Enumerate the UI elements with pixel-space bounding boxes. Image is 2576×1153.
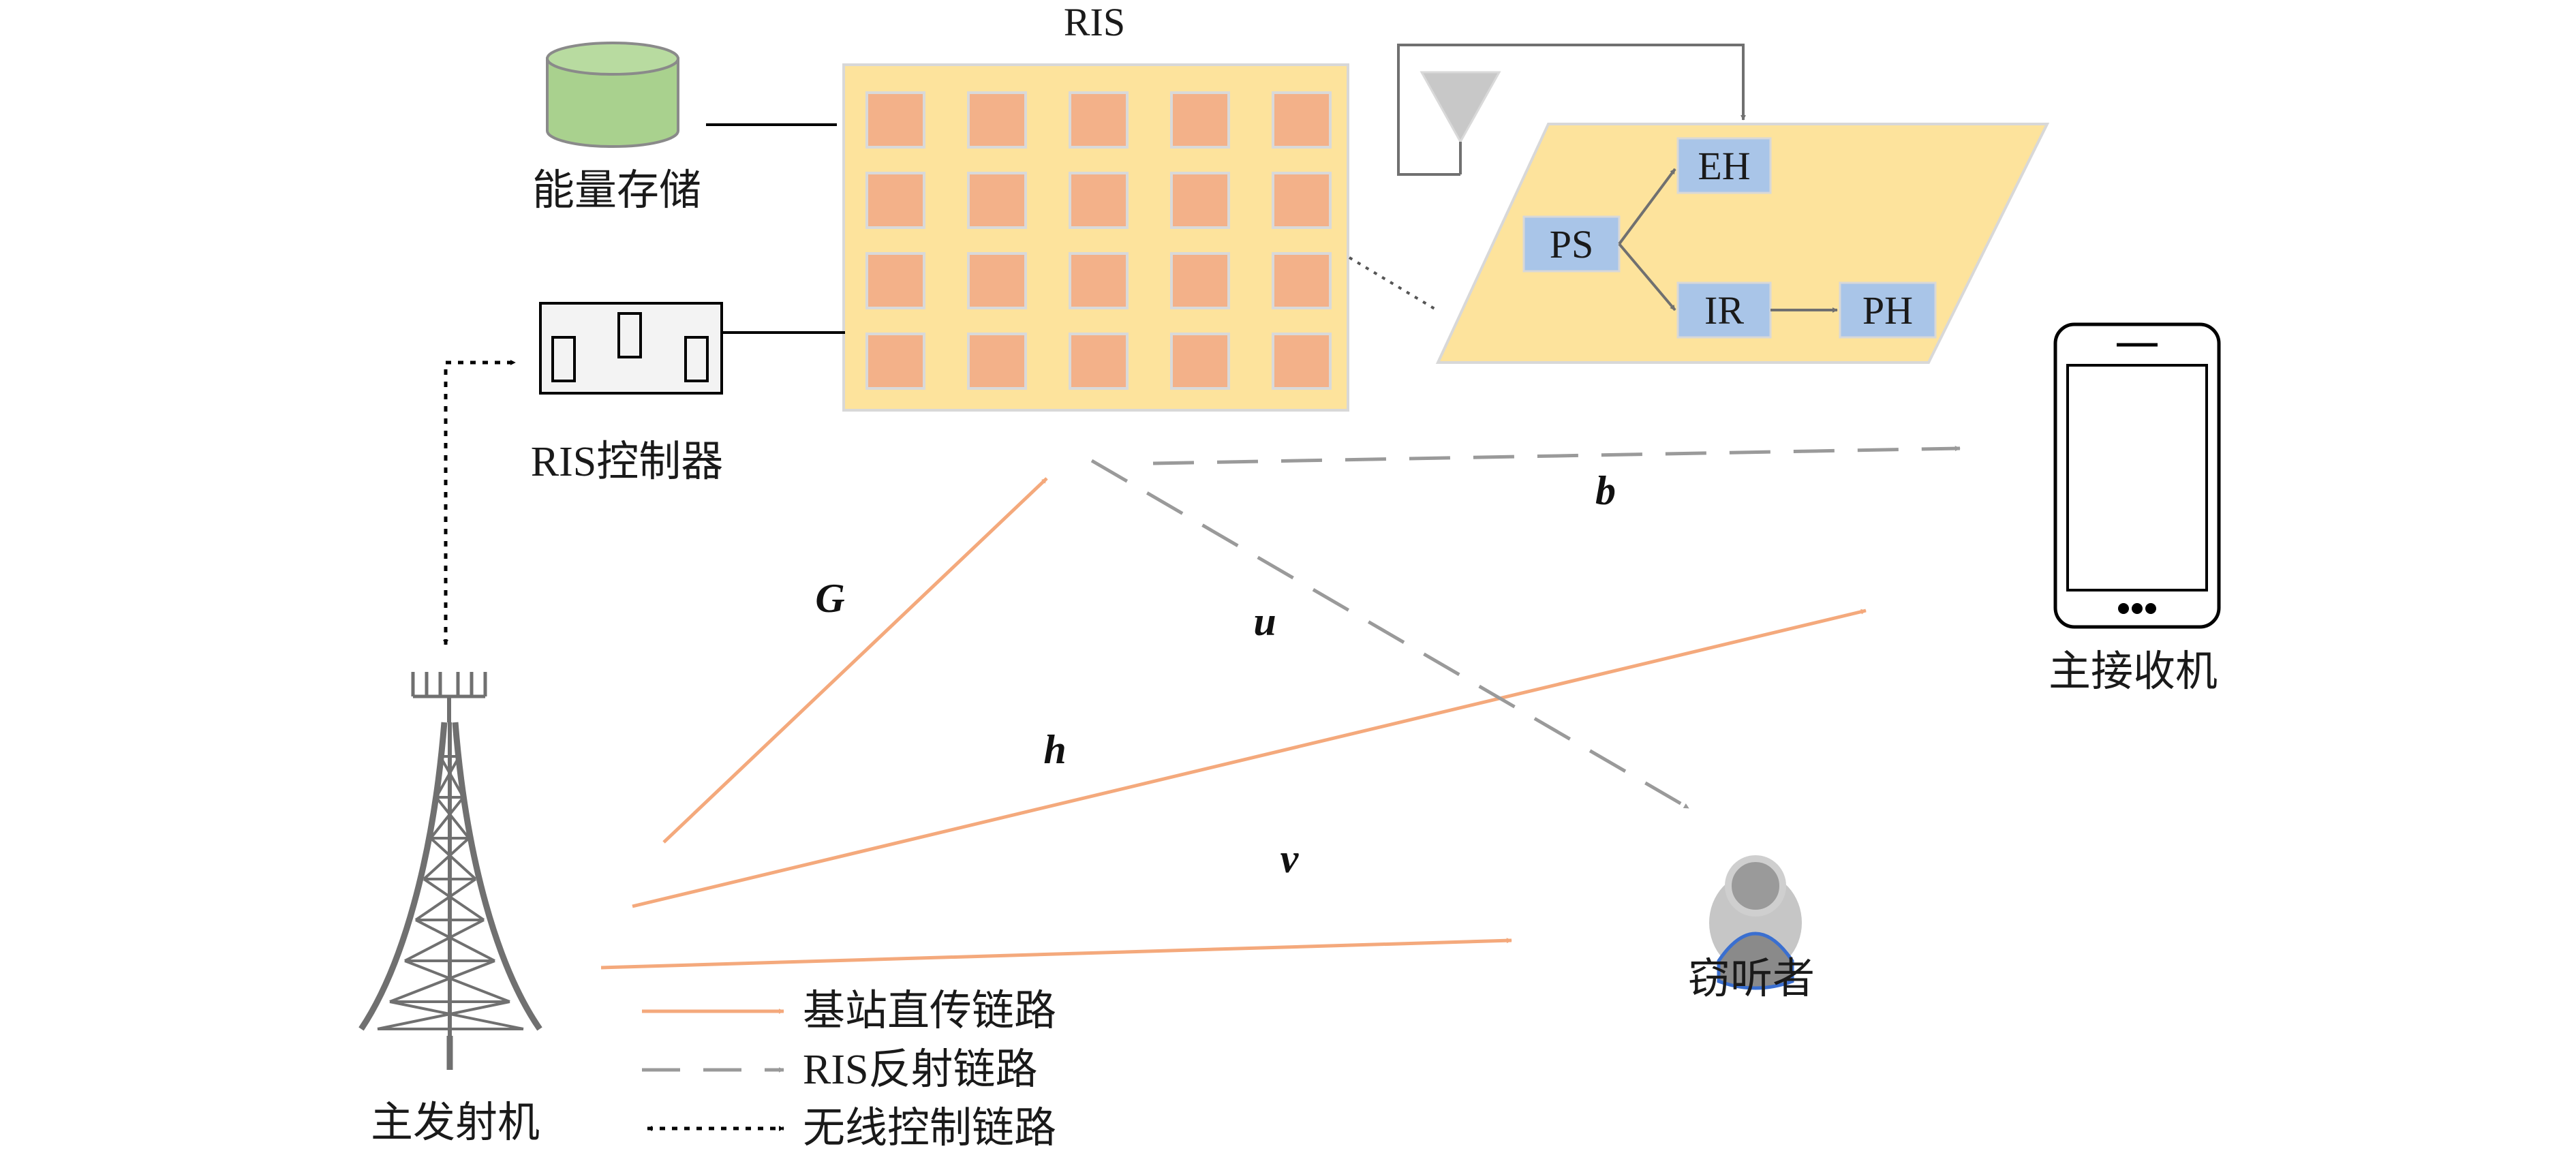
tower-brace <box>429 837 477 880</box>
ris-element <box>1069 333 1129 390</box>
tower-brace <box>423 837 470 880</box>
antenna-to-eh-arrow <box>1397 44 1746 176</box>
tower-brace <box>389 1000 524 1030</box>
ris-controller-box <box>539 302 723 395</box>
ris-element <box>1272 172 1332 229</box>
eavesdropper-icon <box>1709 855 1802 990</box>
ris-element <box>865 91 925 149</box>
ph-box <box>1839 281 1937 339</box>
ris-element <box>1272 252 1332 309</box>
ris-element <box>967 91 1027 149</box>
tower-brace <box>414 878 477 921</box>
controller-slot-left <box>551 336 576 382</box>
ps-label: PS <box>1550 222 1594 266</box>
legend-control-label: 无线控制链路 <box>803 1105 1056 1152</box>
ir-label: IR <box>1704 288 1744 333</box>
ris-element-grid <box>865 91 1332 390</box>
ris-title: RIS <box>1064 0 1125 44</box>
tower-brace <box>404 919 485 962</box>
controller-slot-middle <box>617 312 642 358</box>
eh-label: EH <box>1698 144 1750 188</box>
link-b <box>1152 446 1961 465</box>
ris-element <box>967 333 1027 390</box>
ris-element <box>1272 91 1332 149</box>
transmitter-tower-icon <box>358 672 542 1070</box>
energy-storage-label: 能量存储 <box>532 168 701 214</box>
ris-controller-label: RIS控制器 <box>531 439 723 485</box>
tower-brace <box>377 1000 510 1030</box>
tower-brace <box>435 796 470 840</box>
ris-element <box>1069 91 1129 149</box>
transmitter-label: 主发射机 <box>371 1100 540 1146</box>
energy-storage-icon <box>546 42 679 148</box>
eavesdropper-label: 窃听者 <box>1688 956 1815 1002</box>
ph-label: PH <box>1862 288 1913 333</box>
ris-element <box>1170 252 1230 309</box>
tower-brace <box>439 756 465 798</box>
ris-element <box>1069 252 1129 309</box>
antenna-icon <box>1420 71 1501 144</box>
ps-to-eh-arrow <box>1618 168 1676 245</box>
channel-label-v: v <box>1281 836 1300 881</box>
legend-reflect-label: RIS反射链路 <box>803 1047 1037 1093</box>
ris-element <box>1170 172 1230 229</box>
channel-label-b: b <box>1595 468 1616 513</box>
ris-element <box>865 333 925 390</box>
ir-box <box>1676 281 1772 339</box>
ris-element <box>1170 91 1230 149</box>
ris-element <box>865 252 925 309</box>
ris-element <box>1069 172 1129 229</box>
channel-label-h: h <box>1043 727 1066 772</box>
ps-to-ir-arrow <box>1618 243 1676 311</box>
tower-brace <box>404 959 510 1003</box>
tower-brace <box>389 959 495 1003</box>
ris-element <box>1170 333 1230 390</box>
receiver-label: 主接收机 <box>2049 649 2218 695</box>
receiver-phone-icon <box>2053 322 2221 629</box>
ris-element <box>967 172 1027 229</box>
tower-brace <box>435 756 461 798</box>
channel-label-u: u <box>1253 599 1276 644</box>
ris-element <box>1272 333 1332 390</box>
link-u <box>1090 459 1690 810</box>
link-G <box>662 477 1048 844</box>
legend: 基站直传链路 RIS反射链路 无线控制链路 <box>642 988 1056 1152</box>
tower-brace <box>415 919 495 962</box>
eh-box <box>1676 137 1772 194</box>
channel-label-G: G <box>815 576 844 621</box>
controller-slot-right <box>684 336 709 382</box>
link-control <box>443 360 516 645</box>
link-h <box>632 609 1867 908</box>
ris-element <box>865 172 925 229</box>
ris-element <box>967 252 1027 309</box>
link-v <box>600 938 1512 970</box>
zoom-connector <box>1348 256 1436 310</box>
tower-brace <box>429 796 465 840</box>
tower-brace <box>423 878 485 921</box>
legend-direct-label: 基站直传链路 <box>803 988 1056 1034</box>
